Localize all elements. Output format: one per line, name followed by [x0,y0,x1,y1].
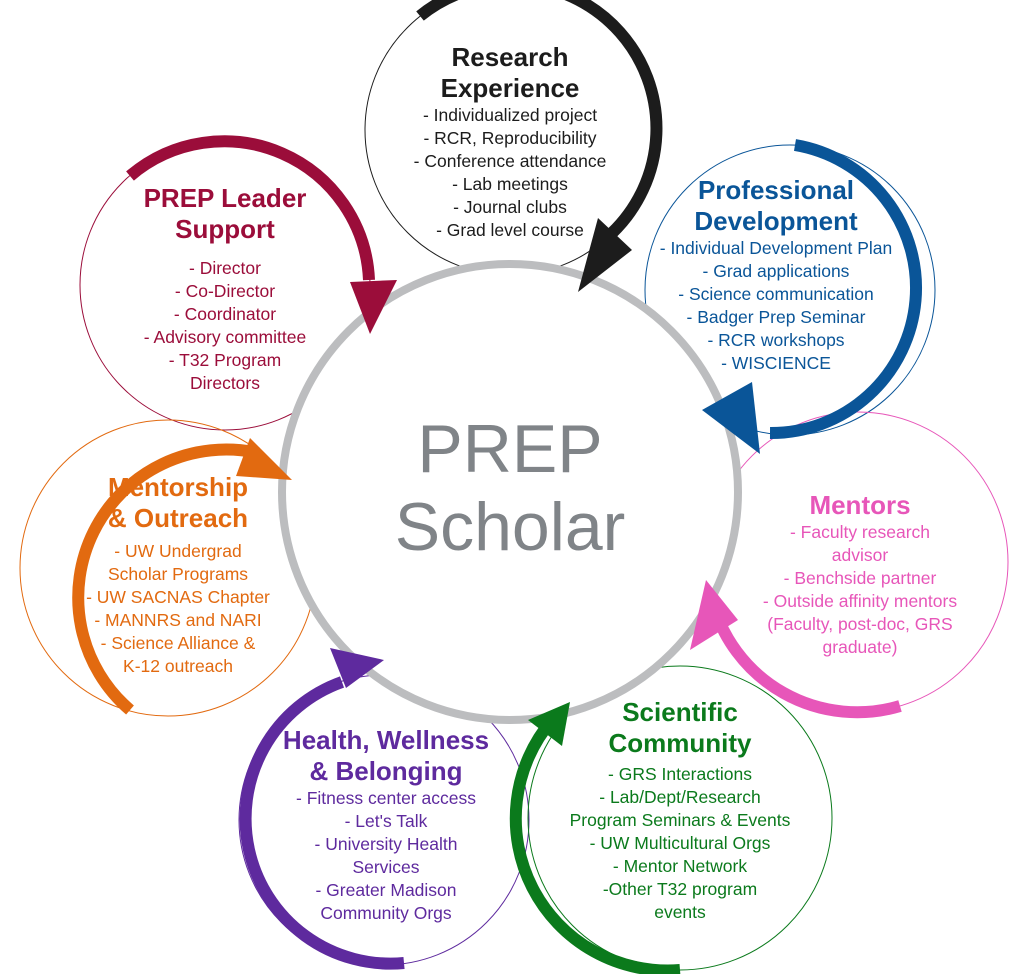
node-title: Research [451,42,569,72]
list-item: - Co-Director [174,281,276,301]
health-arc [239,676,405,970]
node-items: - Fitness center access - Let's Talk - U… [256,787,516,925]
list-item: graduate) [822,637,898,657]
professional-arc [769,139,922,440]
list-item: - Benchside partner [783,568,937,588]
outreach-arc [72,443,260,715]
node-title: Health, Wellness [282,725,490,755]
list-item: -Other T32 program [602,879,758,899]
list-item: - Grad level course [436,220,584,240]
list-item: - RCR workshops [707,330,845,350]
list-item: advisor [831,545,889,565]
list-item: - Fitness center access [296,788,476,808]
list-item: Directors [189,373,260,393]
list-item: - Journal clubs [453,197,567,217]
node-items: - Faculty research advisor - Benchside p… [735,521,985,659]
list-item: - Mentor Network [612,856,748,876]
leader-arc [126,135,375,281]
list-item: - UW Undergrad [114,541,242,561]
node-title: PREP Leader [143,183,307,213]
list-item: - RCR, Reproducibility [423,128,597,148]
list-item: - Grad applications [702,261,850,281]
node-mentors: Mentors - Faculty research advisor - Ben… [735,490,985,659]
scientific-arc [509,716,681,974]
list-item: - T32 Program [168,350,282,370]
health-arrowhead-icon [330,648,384,688]
list-item: K-12 outreach [123,656,233,676]
research-arc [416,0,663,238]
list-item: - Advisory committee [143,327,307,347]
mentors-arc [706,598,902,719]
node-title: Mentors [809,490,911,520]
list-item: - Lab/Dept/Research [599,787,761,807]
list-item: (Faculty, post-doc, GRS [767,614,953,634]
list-item: - Individualized project [422,105,598,125]
list-item: - University Health [314,834,458,854]
list-item: Community Orgs [320,903,452,923]
list-item: - Individual Development Plan [659,238,893,258]
mentors-arrowhead-icon [690,580,738,650]
list-item: - Conference attendance [413,151,607,171]
list-item: - Science communication [678,284,874,304]
node-title: Community [608,728,752,758]
node-title: Mentorship [107,472,249,502]
scientific-arrowhead-icon [528,702,570,746]
list-item: - Lab meetings [452,174,568,194]
node-prep-leader-support: PREP Leader Support - Director - Co-Dire… [110,183,340,395]
list-item: - Faculty research [789,522,931,542]
list-item: - Director [189,258,261,278]
center-title-line1: PREP [417,411,603,487]
node-items: - Individualized project - RCR, Reproduc… [380,104,640,242]
node-research-experience: Research Experience - Individualized pro… [380,42,640,242]
node-items: - GRS Interactions - Lab/Dept/Research P… [545,763,815,924]
list-item: - Science Alliance & [100,633,256,653]
center-title-line2: Scholar [394,489,626,565]
list-item: events [654,902,706,922]
node-title: Support [175,214,275,244]
list-item: - UW Multicultural Orgs [589,833,771,853]
node-title: Experience [440,73,580,103]
list-item: - Coordinator [173,304,277,324]
node-scientific-community: Scientific Community - GRS Interactions … [545,697,815,924]
node-health-wellness-belonging: Health, Wellness & Belonging - Fitness c… [256,725,516,925]
list-item: Scholar Programs [107,564,249,584]
list-item: - GRS Interactions [608,764,752,784]
list-item: Services [352,857,420,877]
node-title: Scientific [622,697,738,727]
node-mentorship-outreach: Mentorship & Outreach - UW Undergrad Sch… [58,472,298,678]
list-item: - MANNRS and NARI [94,610,262,630]
node-items: - Director - Co-Director - Coordinator -… [110,257,340,395]
list-item: - UW SACNAS Chapter [86,587,270,607]
list-item: - Outside affinity mentors [762,591,958,611]
list-item: - WISCIENCE [721,353,831,373]
list-item: - Let's Talk [344,811,428,831]
list-item: - Greater Madison [315,880,457,900]
professional-arrowhead-icon [702,382,760,454]
node-items: - UW Undergrad Scholar Programs - UW SAC… [58,540,298,678]
list-item: Program Seminars & Events [569,810,791,830]
node-title: & Belonging [309,756,463,786]
node-title: Professional [697,175,855,205]
leader-arrowhead-icon [350,280,397,334]
node-professional-development: Professional Development - Individual De… [636,175,916,375]
research-arrowhead-icon [578,218,632,292]
outreach-arrowhead-icon [236,438,292,480]
node-title: Development [694,206,858,236]
center-label: PREP Scholar [360,410,660,566]
list-item: - Badger Prep Seminar [686,307,866,327]
node-title: & Outreach [107,503,249,533]
center-ring [278,260,742,724]
node-items: - Individual Development Plan - Grad app… [636,237,916,375]
